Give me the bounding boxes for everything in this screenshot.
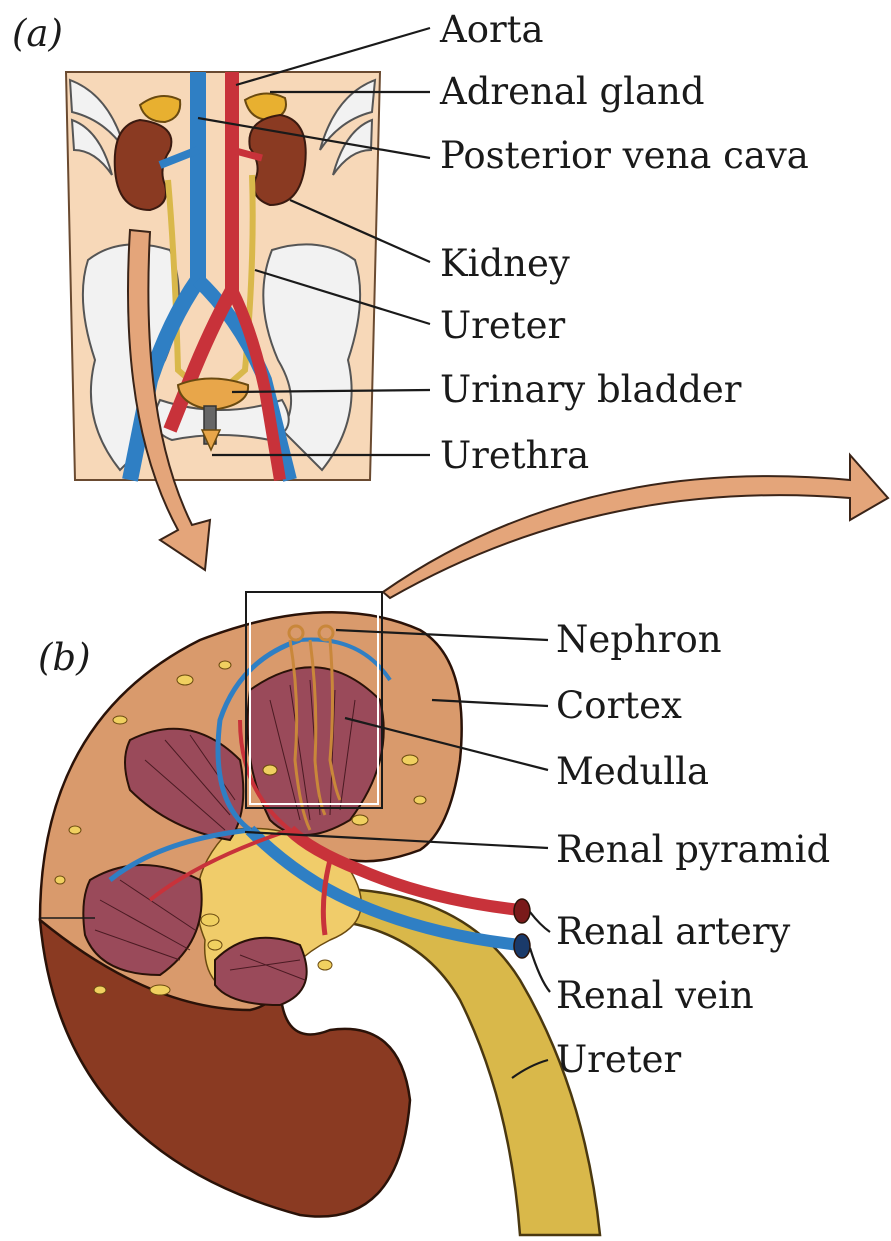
label-renal-pyramid: Renal pyramid bbox=[556, 828, 830, 871]
medulla-pyramid-bottom bbox=[215, 938, 307, 1005]
label-aorta: Aorta bbox=[439, 8, 544, 51]
renal-vein-opening bbox=[514, 934, 530, 958]
panel-b-illustration bbox=[40, 592, 600, 1235]
renal-artery-opening bbox=[514, 899, 530, 923]
panel-b-label: (b) bbox=[38, 636, 91, 679]
label-nephron: Nephron bbox=[556, 618, 722, 661]
label-urethra: Urethra bbox=[440, 434, 589, 477]
label-ureter-b: Ureter bbox=[556, 1038, 682, 1081]
label-renal-artery: Renal artery bbox=[556, 910, 790, 953]
panel-a-label: (a) bbox=[12, 12, 63, 55]
label-ureter-a: Ureter bbox=[440, 304, 566, 347]
panel-a-illustration bbox=[66, 72, 380, 480]
label-medulla: Medulla bbox=[556, 750, 709, 793]
label-renal-vein: Renal vein bbox=[556, 974, 754, 1017]
label-posterior-vena-cava: Posterior vena cava bbox=[440, 134, 809, 177]
label-cortex: Cortex bbox=[556, 684, 682, 727]
label-adrenal-gland: Adrenal gland bbox=[439, 70, 705, 113]
label-urinary-bladder: Urinary bladder bbox=[440, 368, 742, 411]
label-kidney: Kidney bbox=[440, 242, 570, 285]
